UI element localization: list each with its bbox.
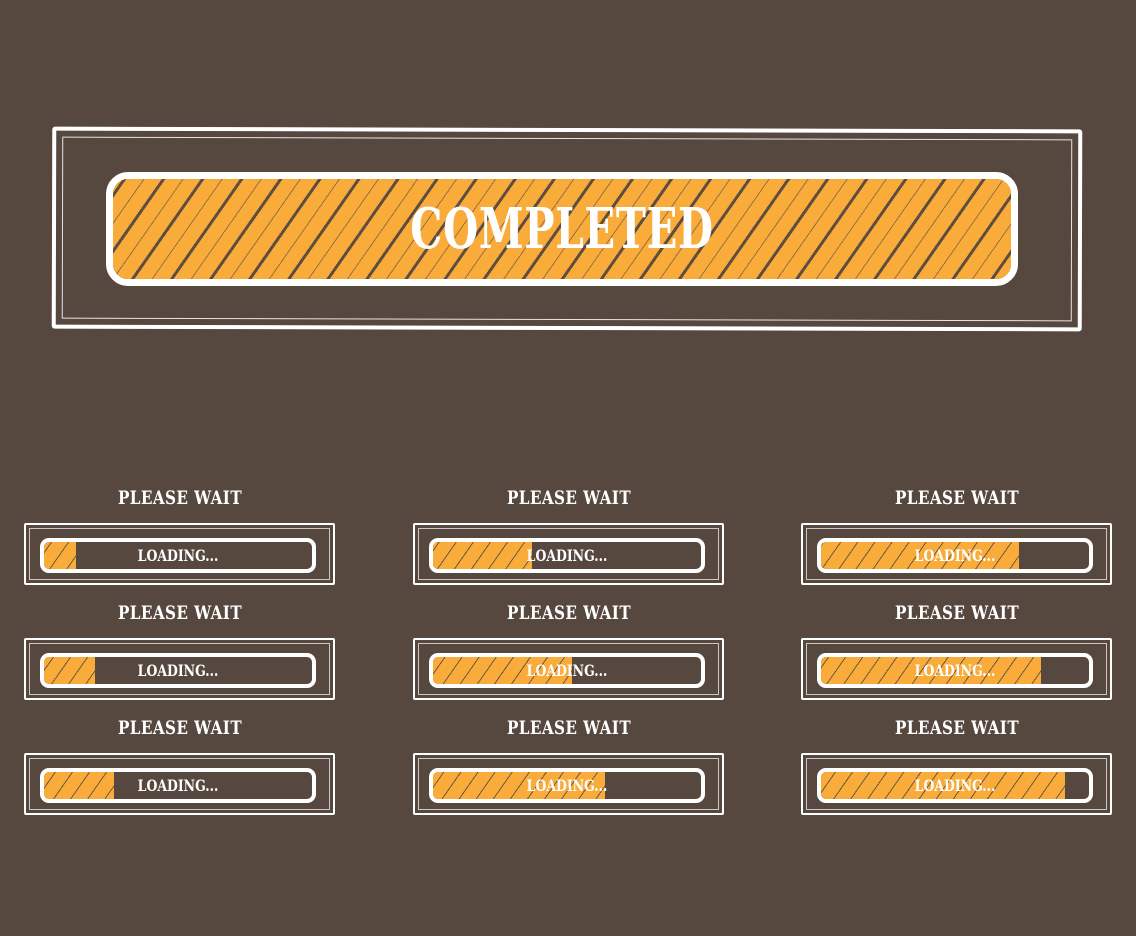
loading-label: LOADING...: [526, 776, 608, 795]
loading-label: LOADING...: [914, 661, 996, 680]
please-wait-title: PLEASE WAIT: [117, 717, 243, 739]
loading-progress-bar: LOADING...: [817, 538, 1093, 573]
loading-progress-fill: [44, 542, 77, 569]
loading-label: LOADING...: [137, 661, 219, 680]
please-wait-title: PLEASE WAIT: [894, 487, 1020, 509]
completed-label: COMPLETED: [410, 196, 714, 262]
completed-progress-fill: [113, 179, 1011, 279]
loading-bar-frame: [413, 638, 724, 700]
loading-progress-fill: [821, 657, 1041, 684]
please-wait-title: PLEASE WAIT: [117, 602, 243, 624]
please-wait-title: PLEASE WAIT: [506, 487, 632, 509]
please-wait-title: PLEASE WAIT: [894, 717, 1020, 739]
loading-progress-bar: LOADING...: [40, 768, 316, 803]
loading-bar-frame: [24, 638, 335, 700]
loading-progress-bar: LOADING...: [40, 653, 316, 688]
loading-bar-item: PLEASE WAIT LOADING...: [413, 487, 725, 597]
loading-label: LOADING...: [914, 546, 996, 565]
please-wait-title: PLEASE WAIT: [117, 487, 243, 509]
loading-progress-fill: [44, 772, 114, 799]
loading-progress-fill: [433, 657, 573, 684]
loading-progress-fill: [44, 657, 95, 684]
loading-progress-bar: LOADING...: [429, 653, 705, 688]
please-wait-title: PLEASE WAIT: [894, 602, 1020, 624]
loading-label: LOADING...: [526, 661, 608, 680]
loading-progress-bar: LOADING...: [429, 538, 705, 573]
loading-progress-fill: [433, 542, 533, 569]
loading-bar-frame: [413, 523, 724, 585]
loading-label: LOADING...: [137, 776, 219, 795]
loading-bar-item: PLEASE WAIT LOADING...: [801, 602, 1113, 712]
loading-bar-item: PLEASE WAIT LOADING...: [413, 717, 725, 827]
loading-label: LOADING...: [526, 546, 608, 565]
completed-progress-bar: COMPLETED: [106, 172, 1018, 286]
loading-bar-frame: [801, 753, 1112, 815]
please-wait-title: PLEASE WAIT: [506, 717, 632, 739]
loading-label: LOADING...: [137, 546, 219, 565]
loading-bar-item: PLEASE WAIT LOADING...: [801, 717, 1113, 827]
loading-bar-item: PLEASE WAIT LOADING...: [801, 487, 1113, 597]
loading-progress-fill: [821, 772, 1065, 799]
loading-progress-fill: [433, 772, 605, 799]
loading-bar-item: PLEASE WAIT LOADING...: [24, 717, 336, 827]
loading-progress-bar: LOADING...: [429, 768, 705, 803]
loading-progress-bar: LOADING...: [40, 538, 316, 573]
please-wait-title: PLEASE WAIT: [506, 602, 632, 624]
loading-progress-bar: LOADING...: [817, 768, 1093, 803]
loading-label: LOADING...: [914, 776, 996, 795]
loading-progress-fill: [821, 542, 1020, 569]
loading-bar-frame: [24, 523, 335, 585]
loading-bar-item: PLEASE WAIT LOADING...: [413, 602, 725, 712]
loading-progress-bar: LOADING...: [817, 653, 1093, 688]
loading-bar-frame: [801, 523, 1112, 585]
loading-bar-frame: [413, 753, 724, 815]
loading-bar-frame: [801, 638, 1112, 700]
loading-bar-item: PLEASE WAIT LOADING...: [24, 602, 336, 712]
loading-bar-frame: [24, 753, 335, 815]
loading-bar-item: PLEASE WAIT LOADING...: [24, 487, 336, 597]
